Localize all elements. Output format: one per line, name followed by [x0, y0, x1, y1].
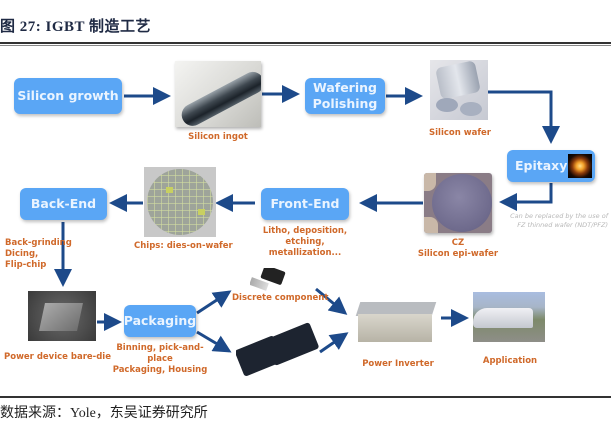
step-label: Back-End — [30, 196, 97, 211]
silicon-wafer-image — [430, 60, 488, 120]
step-front-end: Front-End — [261, 188, 349, 220]
step-silicon-growth: Silicon growth — [14, 78, 122, 114]
figure-source: 数据来源：Yole，东吴证券研究所 — [0, 406, 208, 421]
step-back-end: Back-End — [20, 188, 107, 220]
step-label: Packaging — [123, 313, 197, 328]
arrow-wafer-to-epitaxy — [488, 90, 560, 144]
bottom-rule — [0, 396, 611, 398]
caption-power-inverter: Power Inverter — [362, 359, 434, 369]
caption-chips: Chips: dies-on-wafer — [134, 241, 233, 251]
figure-title: 图 27: IGBT 制造工艺 — [0, 19, 151, 35]
step-label: Front-End — [270, 196, 340, 211]
step-label: Silicon growth — [17, 88, 119, 103]
caption-cz-epi-wafer: CZ Silicon epi-wafer — [417, 238, 499, 259]
discrete-component-image — [250, 268, 290, 292]
caption-application: Application — [482, 356, 538, 366]
caption-packaging-detail: Binning, pick-and-place Packaging, Housi… — [112, 343, 208, 375]
top-rule — [0, 42, 611, 44]
step-epitaxy: Epitaxy — [507, 150, 595, 182]
application-train-image — [473, 292, 545, 342]
silicon-ingot-image — [175, 61, 261, 127]
arrow-epitaxy-to-cz — [499, 183, 553, 211]
bare-die-image — [28, 291, 96, 341]
caption-front-end-detail: Litho, deposition, etching, metallizatio… — [262, 226, 348, 258]
step-wafering-polishing: Wafering Polishing — [305, 78, 385, 114]
caption-bare-die: Power device bare-die — [4, 352, 111, 362]
chips-on-wafer-image — [144, 167, 216, 237]
top-rule-thin — [0, 45, 611, 46]
cz-epi-wafer-image — [424, 173, 492, 233]
power-module-image — [236, 322, 324, 378]
power-inverter-image — [354, 296, 438, 346]
arrow-packaging-to-discrete — [196, 290, 232, 315]
arrow-packaging-to-module — [196, 330, 232, 353]
caption-discrete-component: Discrete component — [232, 293, 329, 303]
caption-silicon-ingot: Silicon ingot — [188, 132, 248, 142]
step-label: Wafering Polishing — [312, 80, 378, 111]
note-epitaxy-alternative: Can be replaced by the use of FZ thinned… — [510, 212, 608, 229]
arrow-module-to-inverter — [319, 332, 349, 354]
step-label: Epitaxy — [515, 158, 568, 173]
caption-silicon-wafer: Silicon wafer — [429, 128, 491, 138]
step-packaging: Packaging — [124, 305, 196, 337]
caption-back-end-detail: Back-grinding Dicing, Flip-chip — [5, 238, 72, 270]
epitaxy-image — [568, 154, 592, 178]
arrow-discrete-to-inverter — [315, 287, 348, 315]
